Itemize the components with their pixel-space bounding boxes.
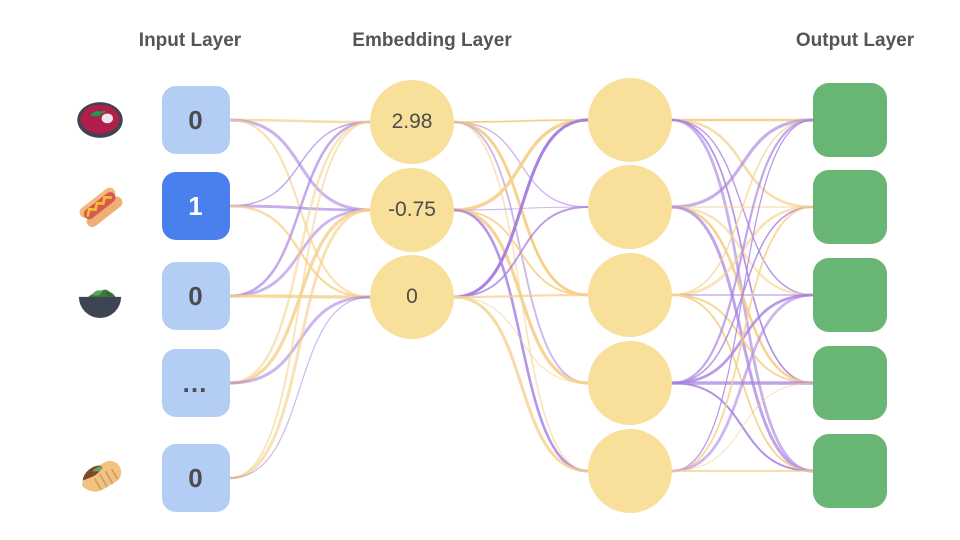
input-node-value: … [181,367,211,398]
input-node-value: 0 [188,104,204,135]
input-node-5[interactable]: 0 [162,444,230,512]
hidden-node-4[interactable] [588,341,672,425]
output-node-2[interactable] [813,170,887,244]
hidden-node-5[interactable] [588,429,672,513]
hidden-node-1[interactable] [588,78,672,162]
input-node-value: 0 [188,462,204,493]
output-layer-title: Output Layer [795,30,915,51]
input-node-1[interactable]: 0 [162,86,230,154]
input-node-value: 1 [188,190,204,221]
output-node-1[interactable] [813,83,887,157]
input-node-3[interactable]: 0 [162,262,230,330]
output-node-5[interactable] [813,434,887,508]
salad-icon [71,267,129,325]
hotdog-icon [71,177,129,235]
embedding-node-value: 0 [406,285,418,308]
embedding-node-1[interactable]: 2.98 [370,80,454,164]
embedding-node-3[interactable]: 0 [370,255,454,339]
input-node-2[interactable]: 1 [162,172,230,240]
output-node-4[interactable] [813,346,887,420]
embedding-layer-title: Embedding Layer [352,30,512,51]
input-node-4[interactable]: … [162,349,230,417]
hidden-node-3[interactable] [588,253,672,337]
embedding-node-2[interactable]: -0.75 [370,168,454,252]
input-layer-title: Input Layer [138,30,242,51]
hidden-node-2[interactable] [588,165,672,249]
output-node-3[interactable] [813,258,887,332]
burrito-icon [71,449,129,507]
embedding-node-value: -0.75 [388,198,436,221]
meat-bowl-icon [71,91,129,149]
input-node-value: 0 [188,280,204,311]
embedding-node-value: 2.98 [391,110,433,133]
